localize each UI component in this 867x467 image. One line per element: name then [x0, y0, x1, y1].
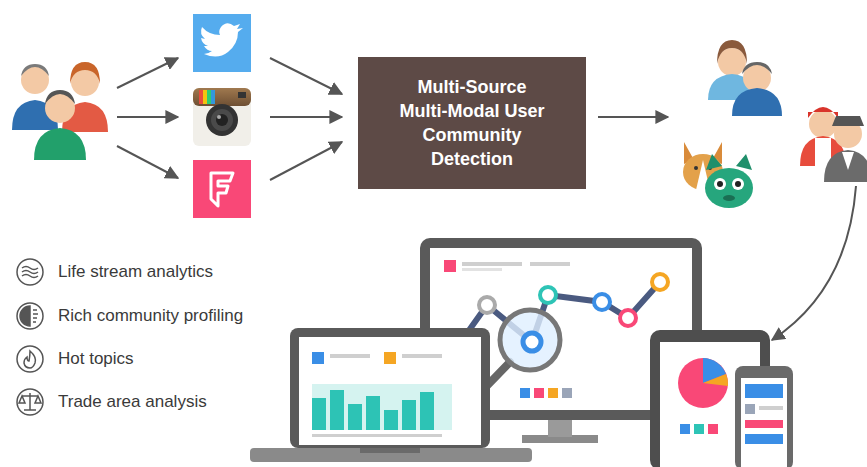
feature-label: Hot topics [58, 349, 134, 369]
feature-label: Life stream analytics [58, 262, 213, 282]
twitter-icon [193, 14, 251, 72]
community-icons [683, 40, 867, 208]
feature-label: Rich community profiling [58, 306, 243, 326]
list-icons [17, 259, 43, 415]
bird-glyph [201, 23, 243, 56]
instagram-icon [193, 88, 251, 146]
user-group [12, 62, 108, 160]
flow-arrows [117, 58, 856, 340]
box-title: Multi-Source Multi-Modal User Community … [400, 75, 545, 171]
laptop [250, 328, 532, 462]
process-box: Multi-Source Multi-Modal User Community … [358, 57, 586, 189]
tablet-phone [650, 330, 793, 467]
foursquare-icon [193, 160, 251, 218]
feature-label: Trade area analysis [58, 392, 207, 412]
